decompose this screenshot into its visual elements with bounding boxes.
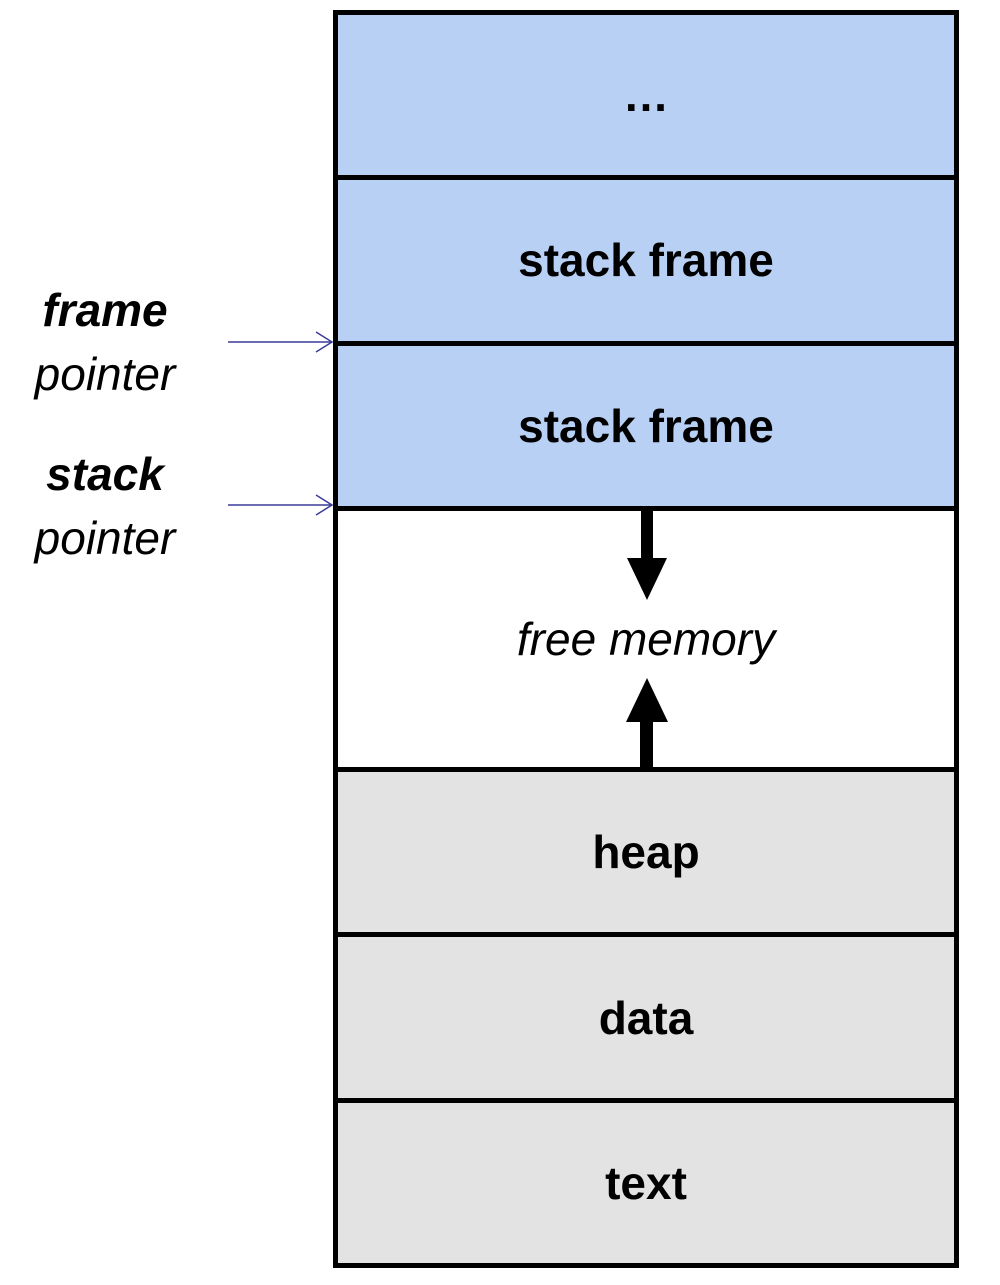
- segment-stack-frame-lower: stack frame: [338, 340, 954, 506]
- segment-label: stack frame: [518, 234, 774, 287]
- segment-label: heap: [592, 826, 700, 879]
- segment-stack-frame-upper: stack frame: [338, 175, 954, 341]
- heap-growth-arrow-up: [626, 678, 668, 770]
- stack-pointer-label: stack pointer: [0, 442, 210, 570]
- segment-label: text: [605, 1156, 687, 1209]
- segment-text: text: [338, 1097, 954, 1264]
- segment-ellipsis: …: [338, 15, 954, 176]
- segment-label: …: [623, 69, 669, 122]
- frame-pointer-arrow: [228, 331, 334, 353]
- stack-growth-arrow-down: [627, 510, 667, 600]
- stack-pointer-weak: pointer: [34, 512, 176, 564]
- segment-label: stack frame: [518, 399, 774, 452]
- frame-pointer-weak: pointer: [34, 348, 176, 400]
- stack-pointer-strong: stack: [46, 448, 164, 500]
- segment-label: data: [598, 991, 694, 1044]
- frame-pointer-strong: frame: [42, 284, 168, 336]
- segment-data: data: [338, 932, 954, 1098]
- segment-label: free memory: [516, 613, 776, 665]
- frame-pointer-label: frame pointer: [0, 278, 210, 406]
- stack-pointer-arrow: [228, 494, 334, 516]
